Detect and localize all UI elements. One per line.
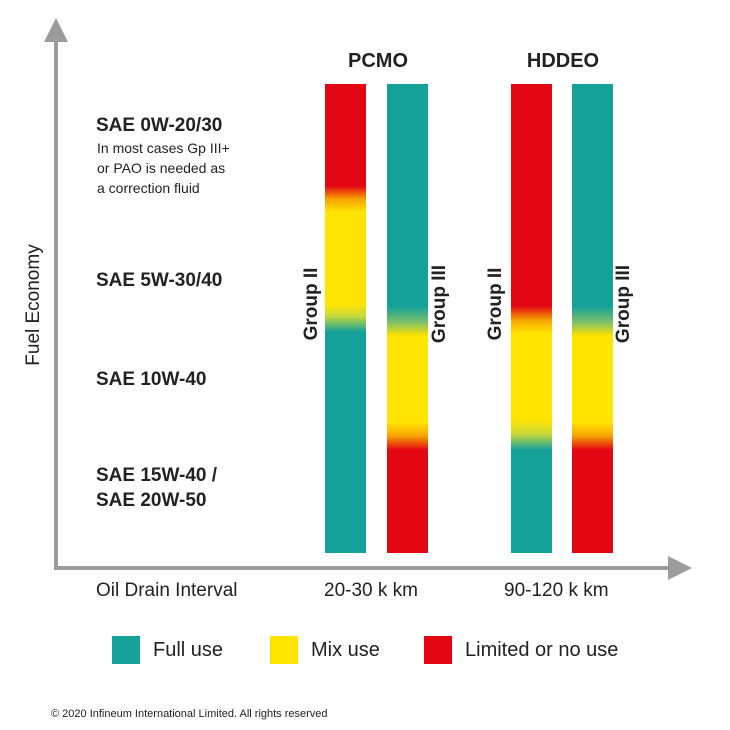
- legend-label-full-use: Full use: [153, 639, 224, 661]
- grade-note: In most cases Gp III+ or PAO is needed a…: [97, 138, 230, 198]
- x-axis-label: Oil Drain Interval: [96, 580, 238, 601]
- grade-note-line3: a correction fluid: [97, 180, 200, 196]
- copyright-notice: © 2020 Infineum International Limited. A…: [51, 708, 328, 720]
- y-axis-arrow: [44, 18, 68, 42]
- x-axis-arrow: [668, 556, 692, 580]
- y-axis-label: Fuel Economy: [23, 244, 44, 366]
- label-pcmo-group-ii: Group II: [301, 267, 322, 341]
- label-hddeo-group-iii: Group III: [613, 264, 634, 344]
- legend-label-mix-use: Mix use: [311, 639, 380, 661]
- interval-hddeo: 90-120 k km: [504, 580, 609, 601]
- legend-label-limited-use: Limited or no use: [465, 639, 619, 661]
- grade-note-line1: In most cases Gp III+: [97, 140, 230, 156]
- grade-label-5w30: SAE 5W-30/40: [96, 270, 223, 291]
- grade-label-15w40: SAE 15W-40 / SAE 20W-50: [96, 463, 217, 513]
- grade-label-15w40-line1: SAE 15W-40 /: [96, 465, 218, 486]
- label-hddeo-group-ii: Group II: [485, 267, 506, 341]
- header-hddeo: HDDEO: [526, 50, 600, 72]
- header-pcmo: PCMO: [348, 50, 408, 72]
- bar-pcmo-group-iii: [387, 84, 428, 553]
- bar-hddeo-group-iii: [572, 84, 613, 553]
- grade-label-20w50-line2: SAE 20W-50: [96, 490, 207, 511]
- legend-swatch-full-use: [112, 636, 140, 664]
- interval-pcmo: 20-30 k km: [324, 580, 418, 601]
- bar-hddeo-group-ii: [511, 84, 552, 553]
- grade-label-10w40: SAE 10W-40: [96, 369, 207, 390]
- grade-note-line2: or PAO is needed as: [97, 160, 226, 176]
- legend-swatch-mix-use: [270, 636, 298, 664]
- label-pcmo-group-iii: Group III: [429, 264, 450, 344]
- legend-swatch-limited-use: [424, 636, 452, 664]
- grade-label-0w20: SAE 0W-20/30: [96, 115, 223, 136]
- bar-pcmo-group-ii: [325, 84, 366, 553]
